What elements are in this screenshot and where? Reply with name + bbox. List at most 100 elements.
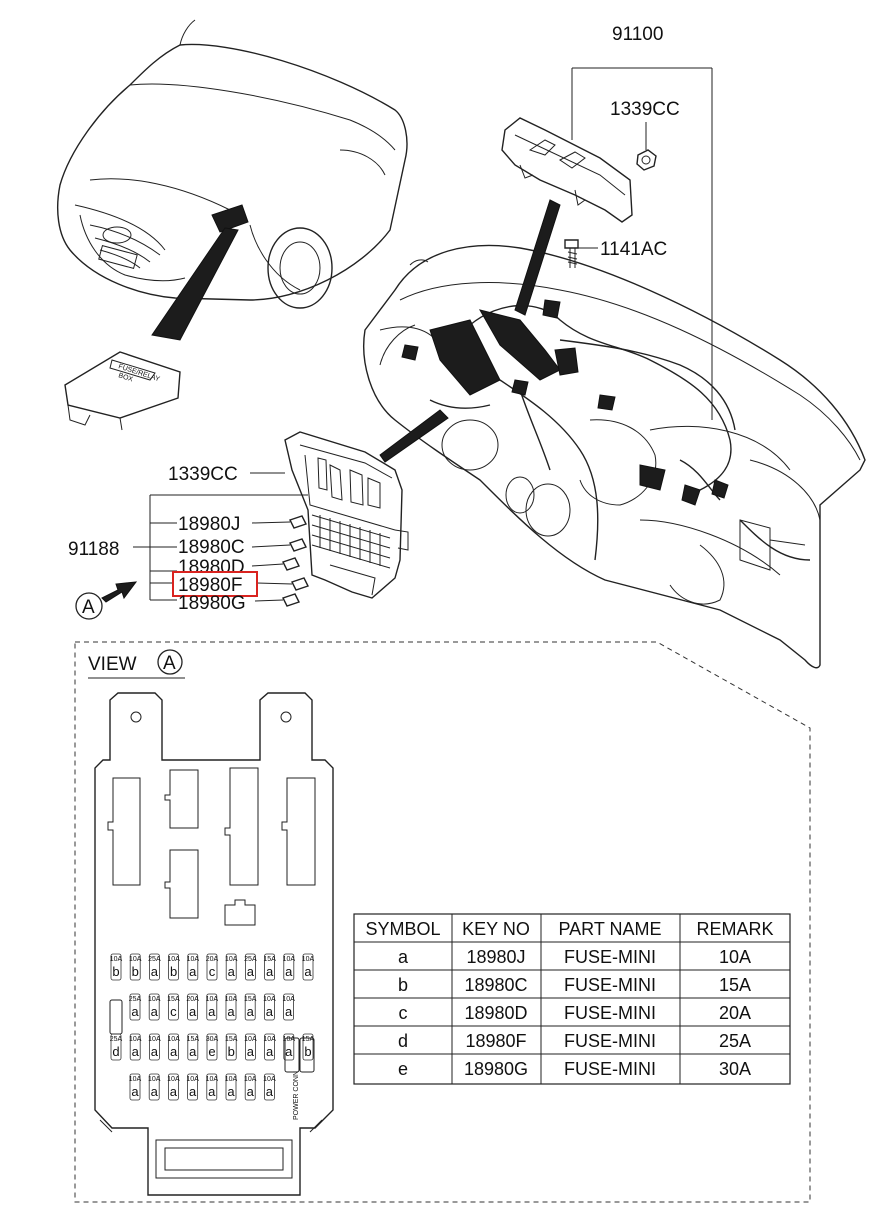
- power-conn-label: POWER CONN: [293, 1071, 300, 1120]
- view-frame: [74, 641, 811, 1203]
- fuse-slot: [168, 953, 180, 981]
- svg-text:BOX: BOX: [117, 372, 134, 383]
- fuse-slot-rating: 15A: [167, 996, 180, 1003]
- fuse-slot-symbol: a: [189, 964, 197, 979]
- fuse-slot: [167, 993, 179, 1021]
- callout-18980c: 18980C: [178, 537, 245, 558]
- fuse-slot-symbol: a: [227, 1084, 235, 1099]
- table-cell: FUSE-MINI: [564, 975, 656, 995]
- fuse-slot-symbol: a: [285, 1004, 293, 1019]
- fuse-slot-symbol: c: [170, 1004, 177, 1019]
- fuse-slot-symbol: a: [285, 1044, 293, 1059]
- fuse-slot-rating: 10A: [187, 956, 200, 963]
- fuse-slot-symbol: a: [247, 1044, 255, 1059]
- callout-1339cc-nut: 1339CC: [610, 99, 680, 120]
- table-cell: 15A: [719, 975, 751, 995]
- table-cell: a: [398, 947, 409, 967]
- fuse-slot-rating: 20A: [206, 956, 219, 963]
- fuse-slot: [283, 993, 295, 1021]
- fuse-slot-symbol: a: [189, 1044, 197, 1059]
- fuse-slot: [167, 1073, 179, 1101]
- table-cell: 18980F: [465, 1031, 526, 1051]
- fuse-slot-symbol: d: [112, 1044, 119, 1059]
- table-cell: FUSE-MINI: [564, 1003, 656, 1023]
- fuse-slot-rating: 15A: [187, 1036, 200, 1043]
- table-cell: FUSE-MINI: [564, 947, 656, 967]
- fuse-slot-symbol: a: [227, 1004, 235, 1019]
- fuse-slot-symbol: a: [189, 1004, 197, 1019]
- fuse-slot-symbol: a: [131, 1084, 139, 1099]
- table-cell: 18980C: [464, 975, 527, 995]
- fuse-slot-symbol: a: [208, 1084, 216, 1099]
- fuse-slot: [187, 1073, 199, 1101]
- fuse-slot: [302, 1033, 314, 1061]
- callout-18980j: 18980J: [178, 514, 240, 535]
- junction-box-fuse-grid: [311, 514, 391, 569]
- fuse-slot-symbol: a: [170, 1084, 178, 1099]
- fuse-slot-symbol: b: [132, 964, 139, 979]
- fuse-slot-rating: 10A: [283, 1036, 296, 1043]
- callout-18980f[interactable]: 18980F: [178, 575, 242, 596]
- fuse-slot-rating: 10A: [263, 996, 276, 1003]
- fuse-slot-rating: 10A: [167, 1076, 180, 1083]
- fuse-slot-rating: 25A: [148, 956, 161, 963]
- fuse-slot-symbol: a: [247, 1084, 255, 1099]
- fuse-slot-grid: 10Ab10Ab25Aa10Ab10Aa20Ac10Aa25Aa15Aa10Aa…: [110, 953, 315, 1101]
- fuse-slot-rating: 15A: [225, 1036, 238, 1043]
- fuse-slot-rating: 15A: [244, 996, 257, 1003]
- table-cell: 10A: [719, 947, 751, 967]
- fuse-slot-symbol: a: [170, 1044, 178, 1059]
- car-illustration: FUSE/RELAY BOX: [57, 19, 408, 431]
- table-header-cell: SYMBOL: [365, 919, 440, 939]
- fuse-slot-symbol: a: [304, 964, 312, 979]
- fuse-slot: [244, 953, 256, 981]
- fuse-slot-rating: 10A: [186, 1076, 199, 1083]
- fuse-slot-rating: 25A: [129, 996, 142, 1003]
- fuse-slot-symbol: a: [151, 1044, 159, 1059]
- fuse-slot-symbol: a: [266, 1004, 274, 1019]
- fuse-slot-rating: 10A: [283, 956, 296, 963]
- fuse-slot-symbol: a: [151, 1004, 159, 1019]
- table-cell: b: [398, 975, 408, 995]
- fuse-slot-symbol: a: [228, 964, 236, 979]
- fuse-slot-symbol: a: [247, 1004, 255, 1019]
- fuse-slot: [206, 993, 218, 1021]
- fuse-slot-symbol: a: [131, 1004, 139, 1019]
- view-arrow: A: [75, 581, 138, 620]
- table-cell: e: [398, 1059, 408, 1079]
- fuse-slot-symbol: a: [151, 964, 159, 979]
- fuse-slot-symbol: a: [285, 964, 293, 979]
- fuse-slot-rating: 10A: [225, 956, 238, 963]
- callout-1141ac-bolt: 1141AC: [600, 239, 667, 260]
- fuse-slot-symbol: a: [208, 1004, 216, 1019]
- table-cell: 18980G: [464, 1059, 528, 1079]
- fuse-slot-rating: 10A: [148, 996, 161, 1003]
- table-cell: FUSE-MINI: [564, 1059, 656, 1079]
- callout-1339cc-junction: 1339CC: [168, 464, 238, 485]
- fuse-slot: [148, 1033, 160, 1061]
- table-cell: 25A: [719, 1031, 751, 1051]
- table-cell: 30A: [719, 1059, 751, 1079]
- view-arrow-marker: A: [82, 597, 95, 618]
- callout-91100: 91100: [612, 24, 663, 45]
- table-cell: 18980D: [464, 1003, 527, 1023]
- fuse-slot: [244, 1033, 256, 1061]
- fuse-slot-rating: 10A: [167, 956, 180, 963]
- fuse-slot-rating: 20A: [186, 996, 199, 1003]
- fuse-slot-rating: 10A: [244, 1076, 257, 1083]
- fuse-slot: [206, 1033, 218, 1061]
- fuse-slot-rating: 10A: [129, 1036, 142, 1043]
- fuse-slot-rating: 25A: [110, 1036, 123, 1043]
- table-cell: c: [399, 1003, 408, 1023]
- fuse-slot-symbol: b: [112, 964, 119, 979]
- fuse-slot-rating: 10A: [148, 1036, 161, 1043]
- fuse-slot-symbol: a: [266, 964, 274, 979]
- fuse-slot-rating: 10A: [225, 1076, 238, 1083]
- fuse-slot-symbol: a: [247, 964, 255, 979]
- fuse-slot: [283, 953, 295, 981]
- fuse-slot: [206, 1073, 218, 1101]
- fuse-slot: [129, 1073, 141, 1101]
- callout-leaders: [133, 67, 713, 602]
- fuse-slot-symbol: a: [189, 1084, 197, 1099]
- fuse-slot-rating: 30A: [206, 1036, 219, 1043]
